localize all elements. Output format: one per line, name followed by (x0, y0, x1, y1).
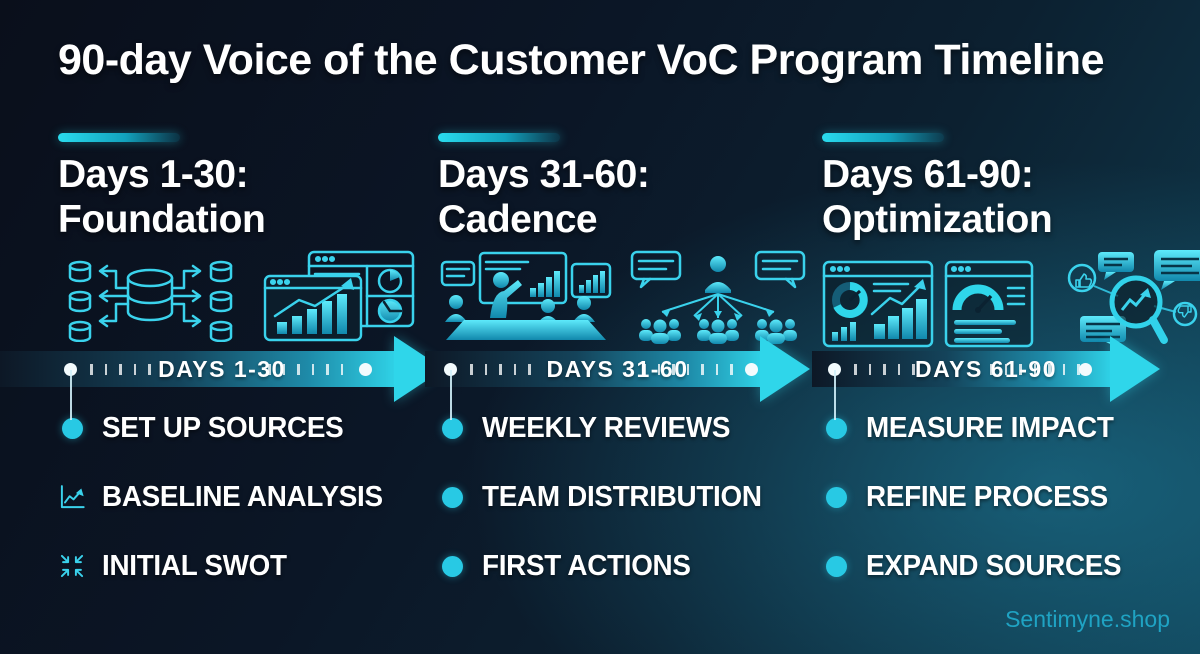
bullet-list: SET UP SOURCES BASELINE ANALYSIS (58, 410, 394, 617)
heading-line-1: Days 31-60: (438, 153, 650, 196)
timeline-connector-line (449, 370, 452, 420)
bullet-dot (58, 417, 86, 439)
team-meeting-icon (440, 251, 612, 340)
bullet-item: INITIAL SWOT (58, 548, 394, 584)
page-title: 90-day Voice of the Customer VoC Program… (58, 36, 1105, 84)
column-foundation: Days 1-30: Foundation (58, 0, 430, 654)
timeline-segment-1: DAYS 1-30 (0, 336, 444, 406)
swot-arrows-icon (58, 549, 86, 583)
bullet-label: SET UP SOURCES (102, 411, 344, 444)
analytics-dashboard-icon (263, 250, 415, 342)
column-icons (438, 250, 806, 344)
timeline-label: DAYS 1-30 (158, 356, 286, 382)
tick-marks (90, 364, 151, 375)
timeline-segment-3: DAYS 61-90 (812, 336, 1160, 406)
tick-marks (643, 364, 733, 375)
bullet-label: INITIAL SWOT (102, 549, 287, 582)
tick-marks (990, 364, 1080, 375)
column-cadence: Days 31-60: Cadence (438, 0, 810, 654)
bullet-item: WEEKLY REVIEWS (438, 410, 773, 446)
bullet-list: MEASURE IMPACT REFINE PROCESS EXPAND SOU… (822, 410, 1132, 617)
bullet-dot (438, 486, 466, 508)
bullet-label: EXPAND SOURCES (866, 549, 1122, 582)
timeline-end-dot (745, 362, 758, 376)
bullet-label: MEASURE IMPACT (866, 411, 1114, 444)
timeline-start-dot (828, 362, 841, 376)
line-chart-icon (58, 480, 86, 514)
timeline-start-dot (444, 362, 457, 376)
database-sources-icon (68, 260, 233, 342)
bullet-item: EXPAND SOURCES (822, 548, 1132, 584)
bullet-item: BASELINE ANALYSIS (58, 479, 394, 515)
timeline-connector-line (833, 370, 836, 420)
column-icons (58, 250, 415, 342)
arrow-head-icon (1110, 336, 1160, 402)
accent-bar (438, 133, 560, 142)
column-icons (822, 250, 1200, 350)
feedback-analysis-icon (1067, 250, 1200, 349)
timeline: DAYS 1-30 DAYS 31-60 DAYS 61-90 (0, 336, 1200, 406)
heading-line-2: Optimization (822, 198, 1053, 241)
bullet-dot (438, 417, 466, 439)
column-heading: Days 1-30: Foundation (58, 152, 266, 242)
column-heading: Days 31-60: Cadence (438, 152, 650, 242)
bullet-label: WEEKLY REVIEWS (482, 411, 731, 444)
bullet-item: SET UP SOURCES (58, 410, 394, 446)
heading-line-2: Foundation (58, 198, 266, 241)
bullet-dot (438, 555, 466, 577)
bullet-item: TEAM DISTRIBUTION (438, 479, 773, 515)
bullet-list: WEEKLY REVIEWS TEAM DISTRIBUTION FIRST A… (438, 410, 773, 617)
timeline-end-dot (1079, 362, 1092, 376)
heading-line-2: Cadence (438, 198, 598, 241)
watermark: Sentimyne.shop (1005, 606, 1170, 632)
timeline-band (425, 351, 760, 387)
timeline-end-dot (359, 362, 372, 376)
bullet-label: REFINE PROCESS (866, 480, 1108, 513)
bullet-label: BASELINE ANALYSIS (102, 480, 383, 513)
column-heading: Days 61-90: Optimization (822, 152, 1053, 242)
timeline-start-dot (64, 362, 77, 376)
team-distribution-icon (630, 250, 806, 344)
bullet-dot (822, 417, 850, 439)
timeline-connector-line (69, 370, 72, 420)
accent-bar (58, 133, 180, 142)
timeline-segment-2: DAYS 31-60 (425, 336, 810, 406)
speedometer-icon (944, 260, 1034, 348)
bullet-dot (822, 555, 850, 577)
heading-line-1: Days 61-90: (822, 153, 1034, 196)
tick-marks (268, 364, 343, 375)
accent-bar (822, 133, 944, 142)
bullet-item: FIRST ACTIONS (438, 548, 773, 584)
heading-line-1: Days 1-30: (58, 153, 249, 196)
bullet-item: MEASURE IMPACT (822, 410, 1132, 446)
timeline-label: DAYS 61-90 (914, 356, 1058, 382)
column-optimization: Days 61-90: Optimization (822, 0, 1200, 654)
metrics-dashboard-icon (822, 260, 934, 348)
bullet-dot (822, 486, 850, 508)
arrow-head-icon (760, 336, 810, 402)
tick-marks (470, 364, 531, 375)
bullet-item: REFINE PROCESS (822, 479, 1132, 515)
timeline-label: DAYS 31-60 (546, 356, 689, 382)
bullet-label: TEAM DISTRIBUTION (482, 480, 762, 513)
timeline-band (812, 351, 1110, 387)
bullet-label: FIRST ACTIONS (482, 549, 691, 582)
tick-marks (854, 364, 915, 375)
